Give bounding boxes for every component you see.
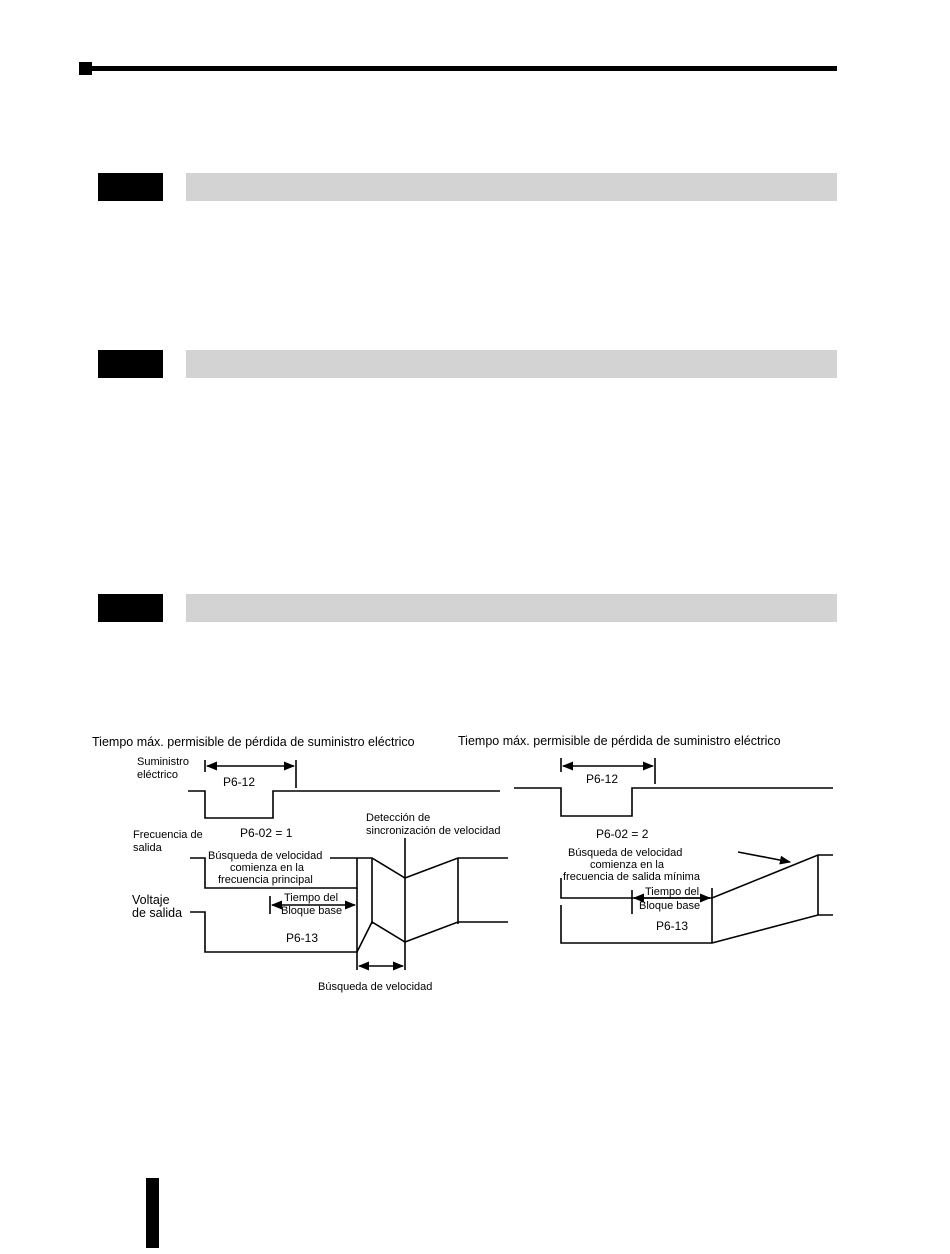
left-volt-label-2: de salida	[132, 906, 182, 920]
left-search-label-1: Búsqueda de velocidad	[208, 850, 322, 862]
right-title: Tiempo máx. permisible de pérdida de sum…	[458, 734, 781, 748]
left-title: Tiempo máx. permisible de pérdida de sum…	[92, 735, 415, 749]
section-bar-1	[186, 173, 837, 201]
header-rule	[79, 66, 837, 71]
section-bar-2	[186, 350, 837, 378]
right-p613-label: P6-13	[656, 919, 688, 933]
right-pointer-arrow	[737, 851, 792, 865]
left-freq-label-1: Frecuencia de	[133, 829, 203, 841]
right-power-waveform	[514, 787, 833, 817]
left-bb-label-2: Bloque base	[281, 905, 342, 917]
left-search-label-3: frecuencia principal	[218, 874, 313, 886]
left-volt-waveform	[190, 911, 508, 953]
left-p602-label: P6-02 = 1	[240, 826, 293, 840]
right-bb-label-2: Bloque base	[639, 900, 700, 912]
left-freq-waveform	[190, 857, 358, 889]
left-bb-label-1: Tiempo del	[284, 892, 338, 904]
right-bb-label-1: Tiempo del	[645, 886, 699, 898]
left-p613-label: P6-13	[286, 931, 318, 945]
left-power-label-1: Suministro	[137, 756, 189, 768]
right-p612-label: P6-12	[586, 772, 618, 786]
left-p612-label: P6-12	[223, 775, 255, 789]
speed-search-timing-diagram: Tiempo máx. permisible de pérdida de sum…	[92, 734, 833, 993]
right-p602-label: P6-02 = 2	[596, 827, 649, 841]
left-power-waveform	[188, 790, 500, 819]
left-speed-search-label: Búsqueda de velocidad	[318, 981, 432, 993]
right-search-label-1: Búsqueda de velocidad	[568, 847, 682, 859]
right-search-label-3: frecuencia de salida mínima	[563, 871, 701, 883]
left-detect-label-1: Detección de	[366, 812, 430, 824]
section-bar-3	[186, 594, 837, 622]
left-power-label-2: eléctrico	[137, 769, 178, 781]
left-freq-label-2: salida	[133, 842, 163, 854]
section-tag-1	[98, 173, 163, 201]
right-search-label-2: comienza en la	[590, 859, 665, 871]
left-search-label-2: comienza en la	[230, 862, 305, 874]
page-edge-thumb-marker	[146, 1178, 159, 1248]
left-detect-label-2: sincronización de velocidad	[366, 825, 501, 837]
left-freq-recovery	[357, 857, 508, 879]
section-tag-3	[98, 594, 163, 622]
section-tag-2	[98, 350, 163, 378]
left-volt-label-1: Voltaje	[132, 893, 170, 907]
